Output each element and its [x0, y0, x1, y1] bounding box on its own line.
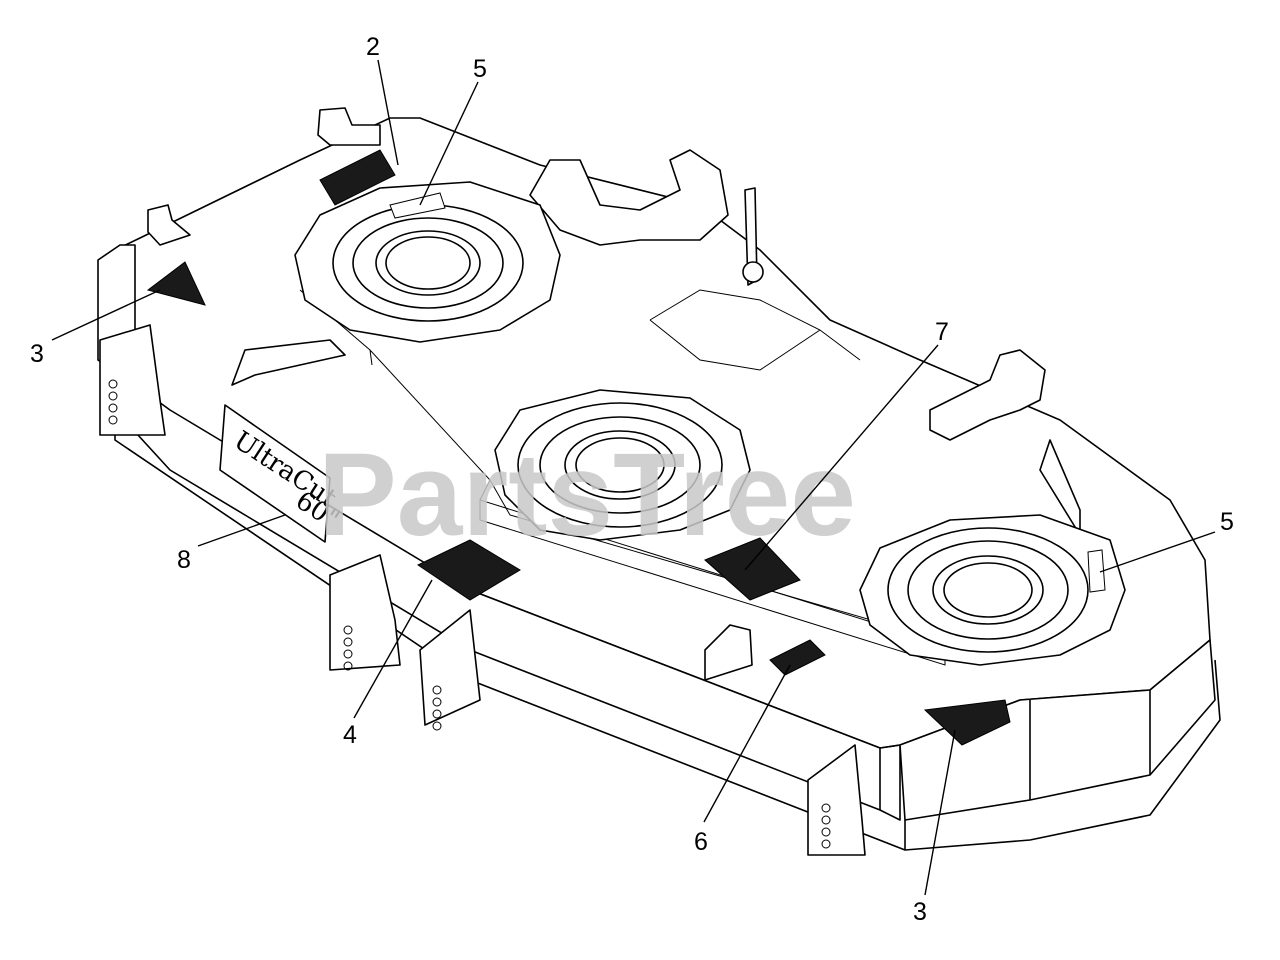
rear-bracket-left	[317, 107, 381, 146]
deck-fin-right	[1039, 439, 1081, 536]
deck-right-skirt	[899, 639, 1216, 821]
mount-arm-right	[929, 349, 1046, 441]
callout-5-left: 5	[473, 55, 487, 83]
deck-fin-left	[231, 339, 346, 386]
leader-5b	[1099, 531, 1216, 573]
spindle-left	[294, 181, 561, 343]
decal-instruction-4	[416, 539, 521, 601]
leader-3b	[924, 729, 956, 896]
spindle-center	[494, 389, 751, 541]
callout-3-left: 3	[30, 340, 44, 368]
decal-label-5b	[1087, 549, 1106, 593]
front-bracket-2	[329, 554, 401, 671]
leader-8	[197, 514, 286, 547]
front-bracket-3	[419, 609, 481, 731]
leader-6	[703, 664, 791, 823]
callout-7: 7	[935, 318, 949, 346]
leader-lines	[51, 59, 1216, 896]
leader-4	[353, 579, 433, 719]
front-bracket-4	[807, 744, 866, 856]
decal-warning-6	[769, 639, 826, 676]
leader-3a	[51, 289, 161, 341]
callout-2: 2	[366, 33, 380, 61]
decal-label-7	[704, 537, 801, 601]
partstree-watermark: PartsTree	[318, 429, 856, 561]
front-bracket-1	[99, 324, 166, 436]
callout-labels: 2 5 3 7 5 8 4 6 3	[30, 33, 1234, 926]
decal-brand-triangle-right	[923, 699, 1011, 746]
callout-4: 4	[343, 721, 357, 749]
callout-3-right: 3	[913, 898, 927, 926]
leader-7	[744, 344, 939, 571]
callout-8: 8	[177, 546, 191, 574]
mount-arm-upper	[529, 149, 729, 246]
callout-6: 6	[694, 828, 708, 856]
rear-bracket-mid	[147, 204, 191, 246]
leader-5a	[419, 81, 479, 206]
decal-warning-2	[319, 149, 396, 206]
deck-fin-front	[704, 624, 753, 681]
callout-5-right: 5	[1220, 508, 1234, 536]
spindle-right	[859, 514, 1126, 666]
leader-2	[377, 59, 399, 166]
decal-brand-triangle-left	[146, 261, 206, 306]
